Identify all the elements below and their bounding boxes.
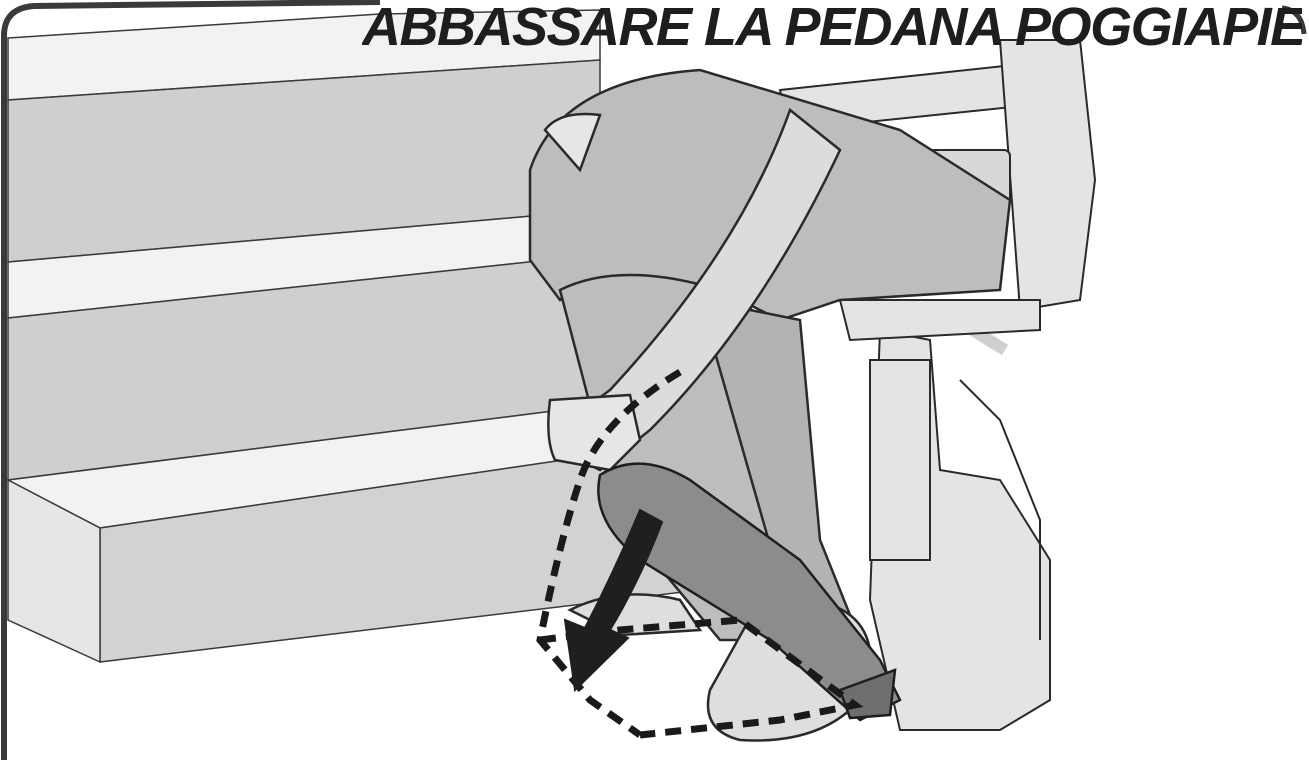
instruction-title: ABBASSARE LA PEDANA POGGIAPIEDI [362, 0, 1302, 58]
backrest [1000, 40, 1095, 310]
seat [840, 300, 1040, 340]
chair-column [870, 360, 930, 560]
